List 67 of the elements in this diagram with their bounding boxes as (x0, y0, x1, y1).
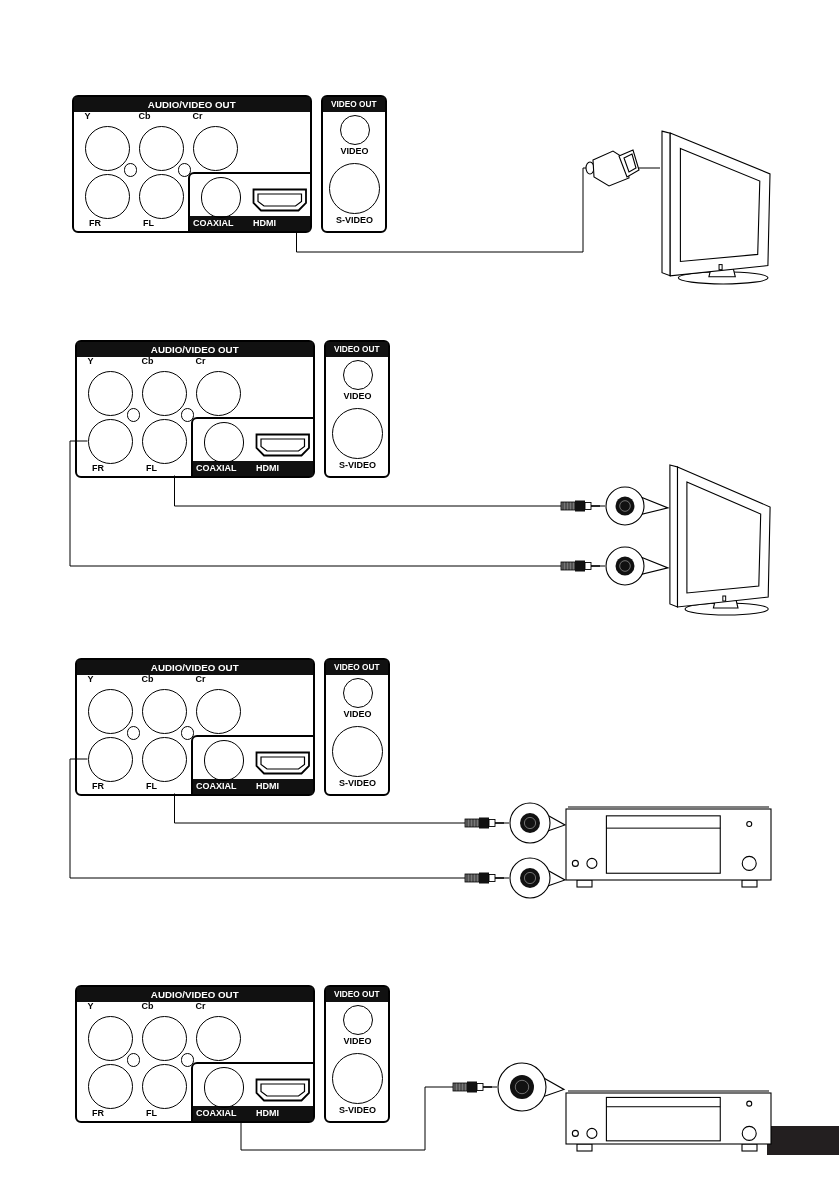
jack-label: Cr (195, 357, 206, 365)
jack-label: Y (84, 112, 91, 120)
jack-label: VIDEO (339, 146, 370, 155)
port-label: HDMI (256, 782, 279, 790)
jack-label: Y (87, 1002, 94, 1010)
jack-label: Y (87, 357, 94, 365)
jack-label: VIDEO (342, 709, 373, 718)
port-label: HDMI (256, 464, 279, 472)
jack-label: S-VIDEO (338, 460, 377, 469)
connector-panel (324, 340, 390, 478)
jack-label: COAXIAL (196, 782, 237, 790)
cable-line (174, 793, 510, 824)
panel-header: AUDIO/VIDEO OUT (77, 660, 313, 675)
jack-label: FR (92, 1108, 104, 1117)
jack-label: FL (143, 218, 154, 227)
panel-header: VIDEO OUT (326, 342, 388, 357)
port-label: HDMI (253, 219, 276, 227)
cable-line (69, 440, 606, 567)
connector-panel (75, 658, 315, 796)
tv-drawing (668, 462, 772, 617)
tv-drawing (660, 128, 772, 286)
panel-header: AUDIO/VIDEO OUT (74, 97, 310, 112)
cable-line (240, 1086, 498, 1151)
connector-panel (75, 340, 315, 478)
panel-header: VIDEO OUT (323, 97, 385, 112)
panel-header: AUDIO/VIDEO OUT (77, 987, 313, 1002)
jack-label: Cb (138, 112, 151, 120)
connector-panel (72, 95, 312, 233)
connector-panel (324, 985, 390, 1123)
jack-label: VIDEO (342, 391, 373, 400)
connector-panel (324, 658, 390, 796)
panel-header: VIDEO OUT (326, 660, 388, 675)
panel-header: AUDIO/VIDEO OUT (77, 342, 313, 357)
callout-bubble (509, 857, 566, 899)
jack-label: COAXIAL (196, 1109, 237, 1117)
cable-line (296, 167, 661, 253)
amplifier-drawing (565, 1090, 772, 1152)
amplifier-drawing (565, 806, 772, 888)
jack-label: COAXIAL (193, 219, 234, 227)
cable-line (174, 475, 606, 507)
jack-label: FR (89, 218, 101, 227)
jack-label: Cr (195, 675, 206, 683)
cable-line (69, 758, 510, 879)
jack-label: Cb (141, 675, 154, 683)
jack-label: COAXIAL (196, 464, 237, 472)
jack-label: Y (87, 675, 94, 683)
jack-label: FL (146, 463, 157, 472)
panel-header: VIDEO OUT (326, 987, 388, 1002)
connector-panel (321, 95, 387, 233)
jack-label: Cb (141, 357, 154, 365)
jack-label: Cb (141, 1002, 154, 1010)
jack-label: FL (146, 1108, 157, 1117)
jack-label: FR (92, 781, 104, 790)
jack-label: S-VIDEO (338, 778, 377, 787)
callout-bubble (497, 1062, 565, 1112)
port-label: HDMI (256, 1109, 279, 1117)
callout-bubble (605, 546, 669, 586)
jack-label: FL (146, 781, 157, 790)
jack-label: S-VIDEO (338, 1105, 377, 1114)
jack-label: FR (92, 463, 104, 472)
jack-label: S-VIDEO (335, 215, 374, 224)
callout-bubble (509, 802, 566, 844)
jack-label: Cr (192, 112, 203, 120)
callout-bubble (605, 486, 669, 526)
jack-label: Cr (195, 1002, 206, 1010)
connector-panel (75, 985, 315, 1123)
jack-label: VIDEO (342, 1036, 373, 1045)
